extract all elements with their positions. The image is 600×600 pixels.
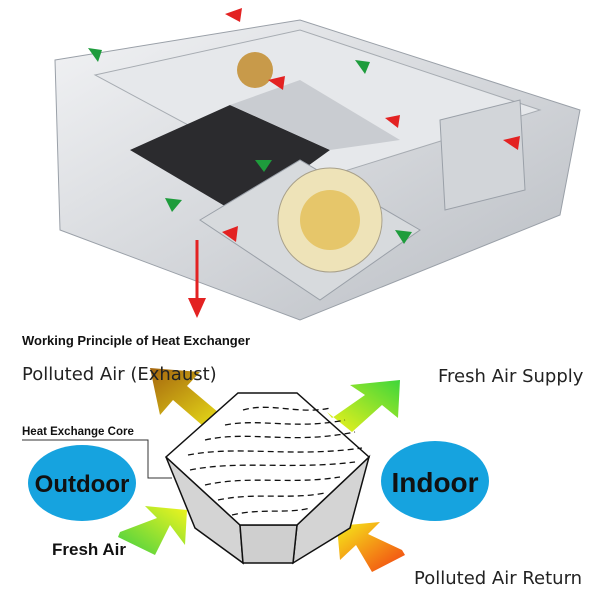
fresh-air-label: Fresh Air [52, 540, 126, 559]
indoor-ellipse [381, 441, 489, 521]
outdoor-ellipse [28, 445, 136, 521]
polluted-air-return-arrow [337, 522, 405, 572]
indoor-label: Indoor [391, 467, 478, 498]
red-airflow-arrows [222, 8, 520, 242]
ventilation-unit-illustration [54, 8, 581, 321]
core-leader-line [22, 439, 172, 479]
diagram-title: Working Principle of Heat Exchanger [22, 333, 250, 348]
polluted-air-return-label: Polluted Air Return [414, 568, 582, 589]
heat-exchange-core [164, 392, 371, 565]
fresh-air-arrow [118, 506, 187, 555]
fresh-air-supply-label: Fresh Air Supply [438, 366, 584, 387]
heat-exchange-core-label: Heat Exchange Core [22, 426, 134, 438]
fresh-air-supply-arrow [327, 380, 400, 432]
exhaust-label: Polluted Air (Exhaust) [22, 364, 217, 385]
green-airflow-arrows [88, 48, 412, 244]
outdoor-label: Outdoor [35, 471, 130, 498]
